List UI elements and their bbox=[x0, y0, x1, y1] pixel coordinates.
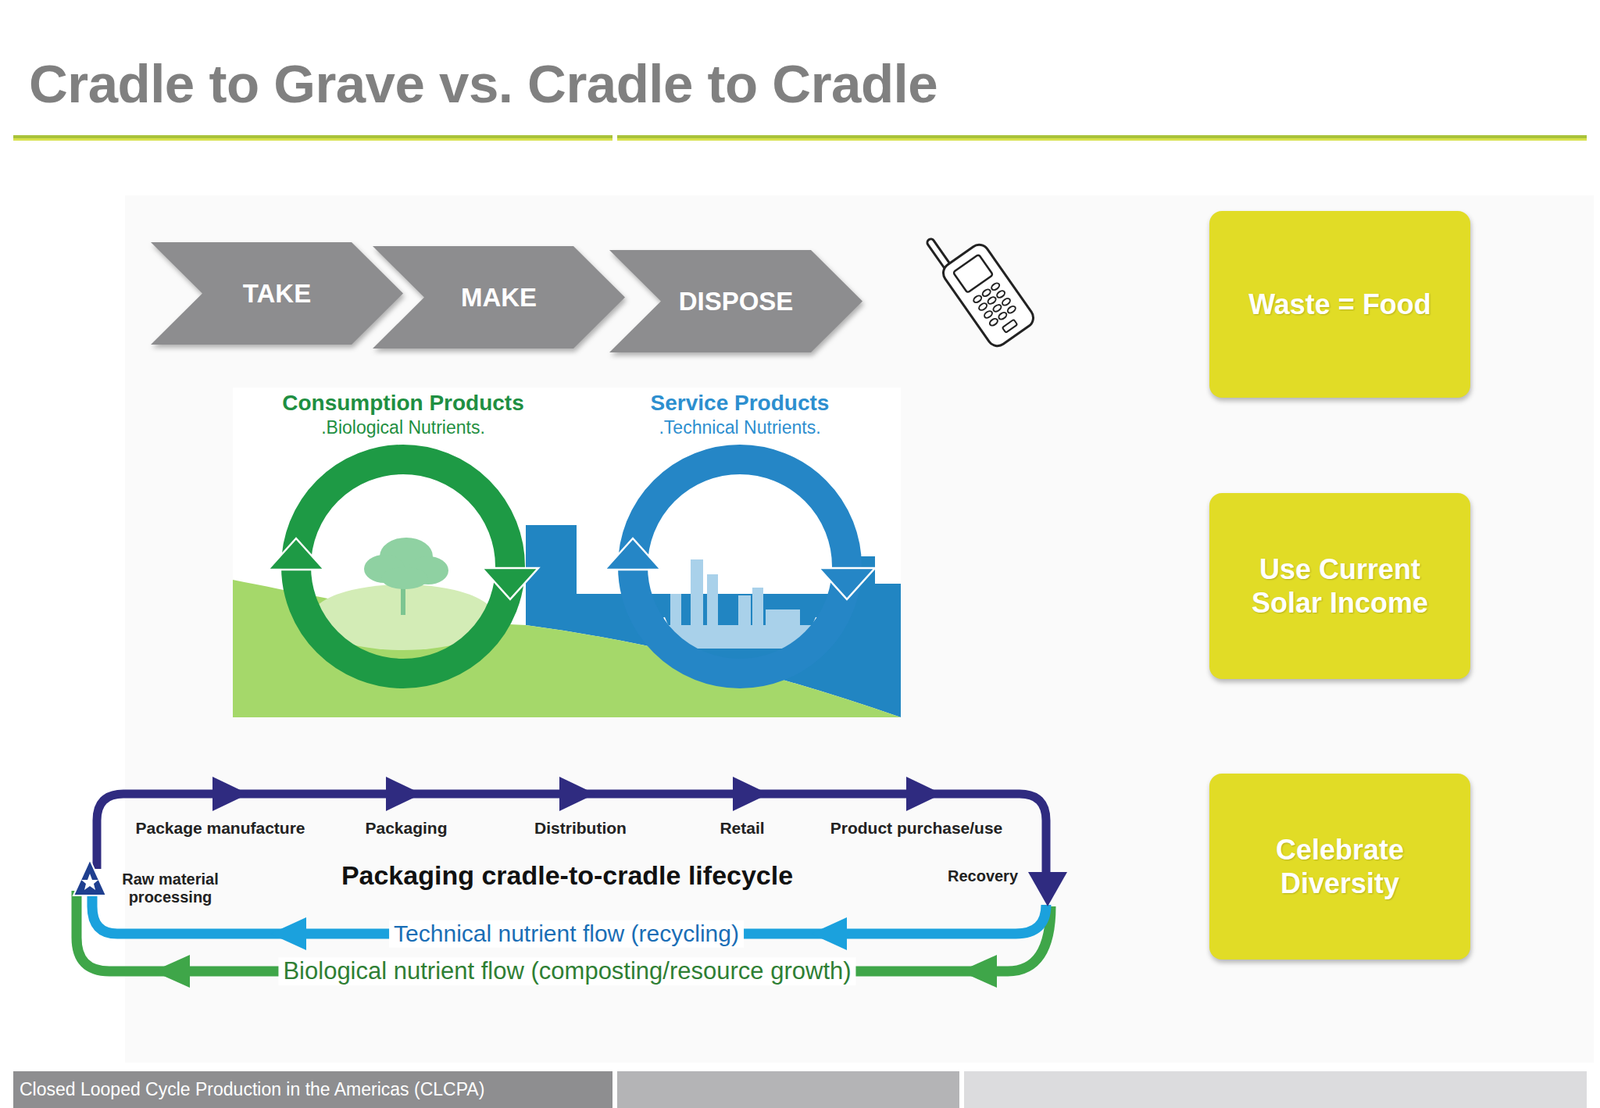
landscape-frame bbox=[232, 387, 901, 718]
origin-marker bbox=[73, 859, 107, 896]
slide-title: Cradle to Grave vs. Cradle to Cradle bbox=[28, 53, 938, 115]
principle-box: Celebrate Diversity bbox=[1209, 773, 1471, 960]
flow-label: Distribution bbox=[534, 818, 627, 838]
step-label: DISPOSE bbox=[678, 286, 794, 317]
step-label: TAKE bbox=[242, 278, 311, 309]
step-label: MAKE bbox=[460, 282, 537, 313]
principle-box: Waste = Food bbox=[1209, 210, 1471, 398]
flow-label: Retail bbox=[719, 818, 765, 838]
flow-label: Recovery bbox=[947, 867, 1018, 886]
flow-arrowhead bbox=[153, 954, 190, 988]
distant-city bbox=[664, 559, 813, 649]
tree-canopy bbox=[364, 537, 449, 590]
cycle-subheading: .Technical Nutrients. bbox=[583, 417, 897, 439]
ring-arrowhead bbox=[267, 538, 325, 570]
ring-stroke bbox=[632, 459, 847, 674]
flow-arrowhead bbox=[810, 917, 847, 950]
ring-arrowhead bbox=[604, 538, 661, 570]
nutrient-landscape bbox=[232, 387, 901, 718]
principle-box: Use Current Solar Income bbox=[1209, 492, 1471, 679]
phone-body bbox=[939, 240, 1037, 350]
principle-text: Waste = Food bbox=[1248, 287, 1432, 322]
flow-arrowhead bbox=[732, 776, 769, 811]
title-rule bbox=[617, 135, 1587, 139]
chevron-label-holder: MAKE bbox=[372, 246, 625, 349]
flow-arrowhead bbox=[559, 776, 596, 811]
cycle-ring bbox=[583, 389, 897, 718]
cycle-heading: Consumption Products bbox=[246, 390, 560, 416]
process-chevron: MAKE bbox=[372, 246, 625, 349]
flow-label: Technical nutrient flow (recycling) bbox=[389, 920, 744, 948]
phone-slot bbox=[1002, 319, 1018, 333]
process-chevron: TAKE bbox=[150, 242, 404, 345]
cycle-ring bbox=[246, 389, 560, 718]
flow-label: Packaging cradle-to-cradle lifecycle bbox=[341, 860, 793, 891]
footer-band bbox=[964, 1071, 1587, 1108]
flow-label: Product purchase/use bbox=[830, 818, 1004, 838]
origin-star bbox=[81, 873, 99, 890]
nutrient-cycle: Consumption Products.Biological Nutrient… bbox=[246, 389, 560, 718]
title-rule bbox=[13, 135, 613, 139]
ring-arrowhead bbox=[482, 567, 539, 600]
chevron-label-holder: TAKE bbox=[150, 242, 404, 345]
chevron-fill bbox=[150, 242, 404, 345]
phone-keypad bbox=[972, 282, 1018, 328]
chevron-fill bbox=[372, 246, 625, 349]
footer-text: Closed Looped Cycle Production in the Am… bbox=[19, 1078, 485, 1100]
cycle-subheading: .Biological Nutrients. bbox=[246, 417, 560, 439]
process-chevron: DISPOSE bbox=[609, 250, 863, 353]
phone-icon bbox=[921, 215, 1037, 350]
nutrient-cycle: Service Products.Technical Nutrients. bbox=[583, 389, 897, 718]
flow-arrowhead bbox=[1028, 871, 1068, 907]
ring-stroke bbox=[296, 459, 511, 674]
title-rule bbox=[617, 138, 1587, 141]
flow-label: Biological nutrient flow (composting/res… bbox=[278, 957, 856, 986]
chevron-fill bbox=[609, 250, 863, 353]
flow-label: Packaging bbox=[364, 818, 447, 838]
footer-band bbox=[617, 1071, 960, 1108]
flow-label: Raw material processing bbox=[107, 870, 233, 907]
flow-label: Package manufacture bbox=[135, 818, 305, 838]
principle-text: Celebrate Diversity bbox=[1225, 832, 1455, 900]
phone-screen bbox=[953, 254, 993, 293]
cycle-heading: Service Products bbox=[583, 390, 897, 416]
principle-text: Use Current Solar Income bbox=[1225, 552, 1455, 620]
title-rule bbox=[13, 138, 613, 141]
chevron-label-holder: DISPOSE bbox=[609, 250, 863, 353]
flow-arrowhead bbox=[385, 776, 422, 811]
packaging-loop bbox=[73, 776, 1068, 988]
flow-arrowhead bbox=[960, 954, 997, 988]
ring-arrowhead bbox=[818, 567, 875, 600]
flow-arrowhead bbox=[906, 776, 943, 811]
flow-arrowhead bbox=[212, 776, 249, 811]
footer-band: Closed Looped Cycle Production in the Am… bbox=[13, 1071, 613, 1108]
flow-arrowhead bbox=[270, 917, 307, 950]
